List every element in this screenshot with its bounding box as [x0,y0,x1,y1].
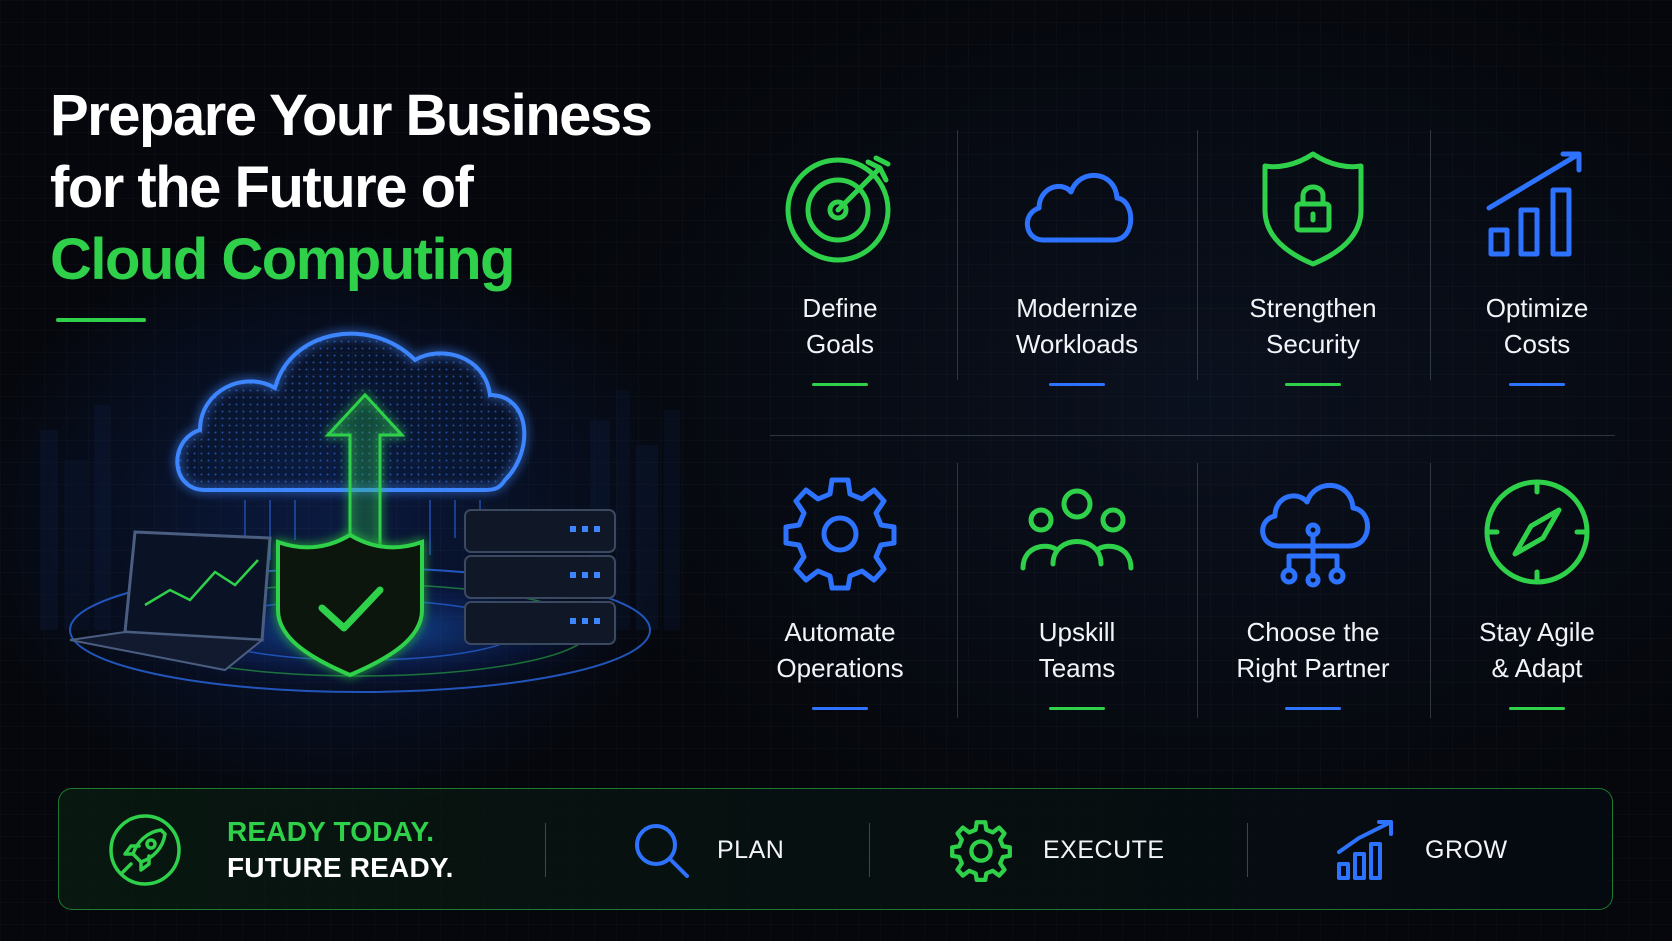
footer-label-grow: GROW [1425,835,1508,864]
page-title: Prepare Your Business for the Future of … [50,80,690,296]
cloud-migration-illustration [40,331,680,700]
hero-shield [276,532,424,678]
step-underline [1509,707,1565,710]
step-underline [1049,707,1105,710]
cloud-network-icon [1253,472,1373,592]
laptop [69,530,272,672]
tagline-line-1: READY TODAY. [227,816,435,847]
headline: Prepare Your Business for the Future of … [50,80,690,296]
step-underline [1285,707,1341,710]
grid-divider-v1 [957,130,958,380]
headline-underline [56,318,146,322]
target-icon [780,148,900,268]
footer-label-plan: PLAN [717,835,785,864]
grid-divider-v6 [1430,463,1431,718]
gear-icon [780,472,900,592]
footer-tagline: READY TODAY. FUTURE READY. [107,789,454,911]
rocket-icon [107,812,183,888]
footer-divider [545,823,546,877]
growth-chart-icon [1477,148,1597,268]
growth-chart-icon [1335,818,1397,882]
hero-illustration [30,310,710,760]
upload-arrow [324,392,406,562]
footer-item-plan: PLAN [631,789,784,911]
title-line-1: Prepare Your Business [50,83,653,148]
step-underline [812,383,868,386]
shield-lock-icon [1253,148,1373,268]
step-stay-agile: Stay Agile& Adapt [1422,454,1652,724]
grid-divider-v4 [957,463,958,718]
skyline [40,390,680,630]
grid-divider-v3 [1430,130,1431,380]
tagline-line-2: FUTURE READY. [227,852,454,883]
grid-divider-h [770,435,1615,436]
step-underline [1049,383,1105,386]
title-line-2: for the Future of [50,155,474,220]
footer-item-execute: EXECUTE [949,789,1165,911]
team-icon [1017,472,1137,592]
grid-divider-v5 [1197,463,1198,718]
step-underline [1285,383,1341,386]
footer-divider [1247,823,1248,877]
step-underline [1509,383,1565,386]
footer-divider [869,823,870,877]
compass-icon [1477,472,1597,592]
footer-label-execute: EXECUTE [1043,835,1165,864]
step-underline [812,707,868,710]
gear-icon [949,818,1013,882]
footer-item-grow: GROW [1335,789,1508,911]
cloud-icon [1017,148,1137,268]
server-rack [464,509,616,645]
footer-bar: READY TODAY. FUTURE READY. PLAN [58,788,1613,910]
grid-divider-v2 [1197,130,1198,380]
title-line-3: Cloud Computing [50,227,515,292]
magnifier-icon [631,820,691,880]
